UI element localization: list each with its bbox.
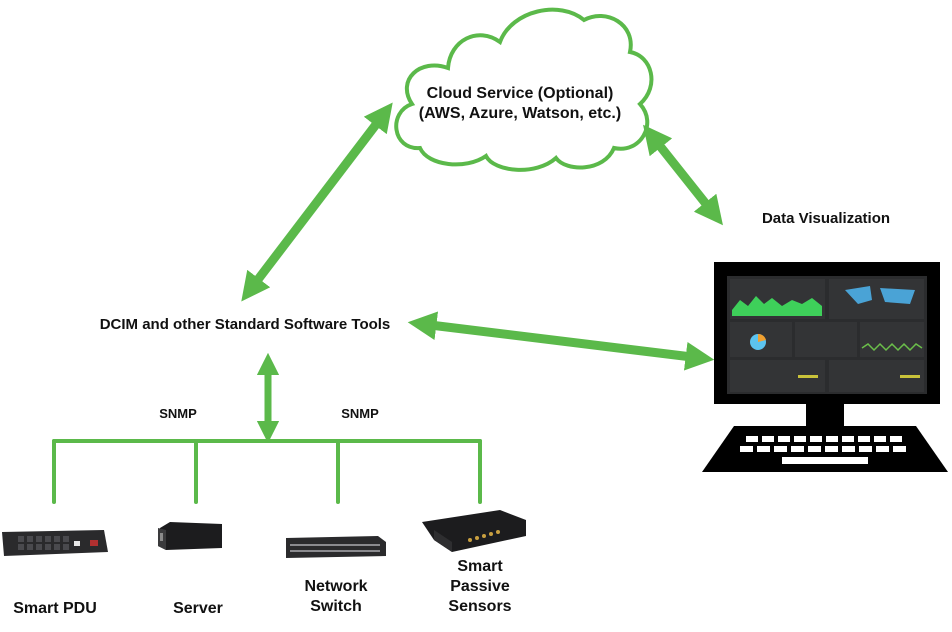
cloud-service-label: Cloud Service (Optional) (AWS, Azure, Wa… — [418, 85, 622, 122]
device-label-smart-passive-sensors: Smart Passive Sensors — [448, 558, 512, 615]
data-visualization-label: Data Visualization — [761, 210, 891, 227]
cloud-shape — [394, 7, 654, 172]
arrow-dcim-visualization — [407, 311, 715, 371]
device-label-server: Server — [173, 600, 223, 617]
dcim-label: DCIM and other Standard Software Tools — [99, 316, 391, 333]
snmp-label-right: SNMP — [341, 406, 379, 421]
monitor-icon — [702, 262, 948, 472]
pdu-icon — [2, 530, 108, 556]
network-switch-icon — [286, 536, 386, 558]
server-icon — [158, 522, 222, 550]
snmp-bus — [52, 439, 482, 504]
device-label-network-switch: Network Switch — [304, 578, 368, 615]
snmp-label-left: SNMP — [159, 406, 197, 421]
arrow-dcim-cloud — [241, 102, 393, 302]
arrow-cloud-visualization — [643, 124, 723, 226]
device-label-smart-pdu: Smart PDU — [13, 600, 97, 617]
sensor-gateway-icon — [422, 510, 526, 552]
